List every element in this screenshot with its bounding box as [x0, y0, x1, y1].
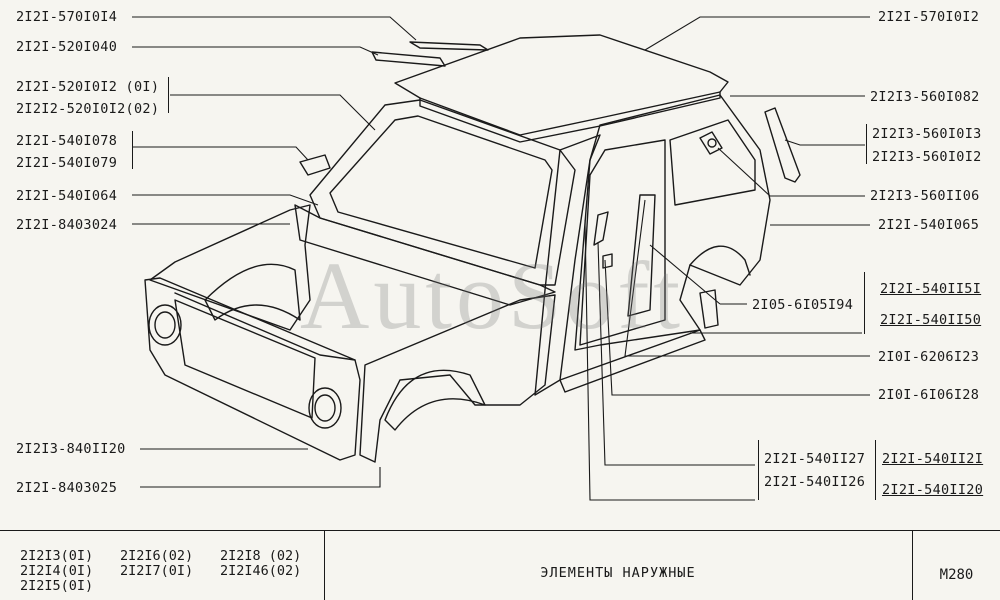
part-label-r10: 2I0I-6206I23 — [878, 349, 980, 365]
leader-l7 — [132, 194, 319, 206]
part-label-l8: 2I2I-8403024 — [16, 217, 118, 233]
leader-r7-arrow — [649, 244, 721, 305]
part-label-l9: 2I2I3-840II20 — [16, 441, 126, 457]
part-label-r3: 2I2I3-560I0I3 — [872, 126, 982, 142]
leader-r12 — [597, 241, 755, 466]
leader-r13 — [584, 219, 755, 501]
model-code: 2I2I5(0I) — [20, 578, 94, 594]
part-label-r8: 2I2I-540II5I — [880, 281, 982, 297]
part-label-r11: 2I0I-6I06I28 — [878, 387, 980, 403]
leader-l5 — [132, 146, 309, 161]
part-label-r9: 2I2I-540II50 — [880, 312, 982, 328]
leader-l2 — [132, 46, 379, 56]
part-label-l10: 2I2I-8403025 — [16, 480, 118, 496]
part-label-l2: 2I2I-520I040 — [16, 39, 118, 55]
title-block: 2I2I3(0I) 2I2I6(02) 2I2I8 (02) 2I2I4(0I)… — [0, 530, 1000, 600]
bracket-l3 — [168, 77, 169, 113]
model-code: 2I2I46(02) — [220, 563, 302, 579]
headlamp-left-inner — [154, 311, 176, 339]
bracket-l5 — [132, 131, 133, 169]
rear-wheel-arch — [689, 245, 751, 276]
model-code: 2I2I7(0I) — [120, 563, 194, 579]
model-code: 2I2I8 (02) — [220, 548, 302, 564]
page-number-cell: M280 — [913, 531, 1000, 600]
model-code: 2I2I6(02) — [120, 548, 194, 564]
parts-diagram: AutoSoft 2I2I-570I0I4 2I2I-520I040 2I2I-… — [16, 9, 984, 501]
roof-edge — [419, 91, 721, 143]
door-opening — [579, 139, 666, 346]
bracket-r8 — [864, 272, 865, 334]
part-label-r12: 2I2I-540II27 — [764, 451, 866, 467]
headlamp-right-inner — [314, 394, 336, 422]
bracket-r12-right — [875, 440, 876, 500]
part-label-l7: 2I2I-540I064 — [16, 188, 118, 204]
left-fender — [149, 204, 311, 331]
headlamp-left — [148, 304, 182, 346]
car-body-drawing — [132, 16, 870, 501]
leader-r5 — [717, 147, 865, 197]
rear-quarter-trim — [764, 107, 801, 183]
part-label-r14: 2I2I-540II2I — [882, 451, 984, 467]
rocker-sill — [559, 329, 706, 393]
wheel-arch-front — [204, 263, 301, 321]
small-bracket-3 — [699, 289, 719, 329]
part-label-l5: 2I2I-540I078 — [16, 133, 118, 149]
model-code: 2I2I4(0I) — [20, 563, 94, 579]
model-code: 2I2I3(0I) — [20, 548, 94, 564]
roof-panel — [394, 34, 729, 136]
b-pillar — [627, 194, 656, 317]
rear-window — [669, 119, 756, 206]
part-label-r6: 2I2I-540I065 — [878, 217, 980, 233]
bracket-r12-left — [758, 440, 759, 500]
part-label-r13: 2I2I-540II26 — [764, 474, 866, 490]
rear-bracket — [699, 131, 723, 155]
part-label-r5: 2I2I3-560II06 — [870, 188, 980, 204]
small-bracket-4 — [602, 253, 613, 269]
part-label-r2: 2I2I3-560I082 — [870, 89, 980, 105]
leader-l10 — [140, 467, 381, 488]
part-label-r15: 2I2I-540II20 — [882, 482, 984, 498]
wheel-arch-right — [384, 369, 486, 431]
windshield-frame — [309, 99, 576, 286]
leader-r3 — [784, 139, 865, 146]
radiator-grille-panel — [174, 299, 316, 419]
small-bracket-2 — [593, 211, 609, 246]
part-label-r7: 2I05-6I05I94 — [752, 297, 854, 313]
part-label-l4: 2I2I2-520I0I2(02) — [16, 101, 160, 117]
side-frame — [574, 94, 771, 351]
roof-trim-front — [409, 41, 489, 51]
sheet-title: ЭЛЕМЕНТЫ НАРУЖНЫЕ — [540, 565, 696, 581]
front-crossmember — [174, 292, 356, 361]
part-label-l1: 2I2I-570I0I4 — [16, 9, 118, 25]
headlamp-right — [308, 387, 342, 429]
cowl-panel — [294, 204, 556, 306]
right-fender — [359, 294, 556, 463]
part-label-r4: 2I2I3-560I0I2 — [872, 149, 982, 165]
roof-trim-side — [371, 51, 446, 67]
part-label-l6: 2I2I-540I079 — [16, 155, 118, 171]
leader-l3 — [170, 94, 376, 131]
rear-fastener — [707, 138, 717, 148]
windshield-opening — [329, 115, 553, 269]
front-panel — [144, 277, 361, 461]
page-number: M280 — [939, 567, 974, 583]
leader-r11 — [604, 259, 870, 396]
sheet-title-cell: ЭЛЕМЕНТЫ НАРУЖНЫЕ — [324, 531, 913, 600]
part-label-l3: 2I2I-520I0I2 (0I) — [16, 79, 160, 95]
part-label-r1: 2I2I-570I0I2 — [878, 9, 980, 25]
a-pillar — [534, 134, 601, 396]
small-bracket-1 — [299, 154, 331, 176]
model-list: 2I2I3(0I) 2I2I6(02) 2I2I8 (02) 2I2I4(0I)… — [0, 531, 325, 600]
leader-r10 — [624, 199, 870, 357]
leader-r1 — [644, 16, 870, 51]
bracket-r3 — [866, 124, 867, 164]
leader-l1 — [132, 16, 417, 41]
